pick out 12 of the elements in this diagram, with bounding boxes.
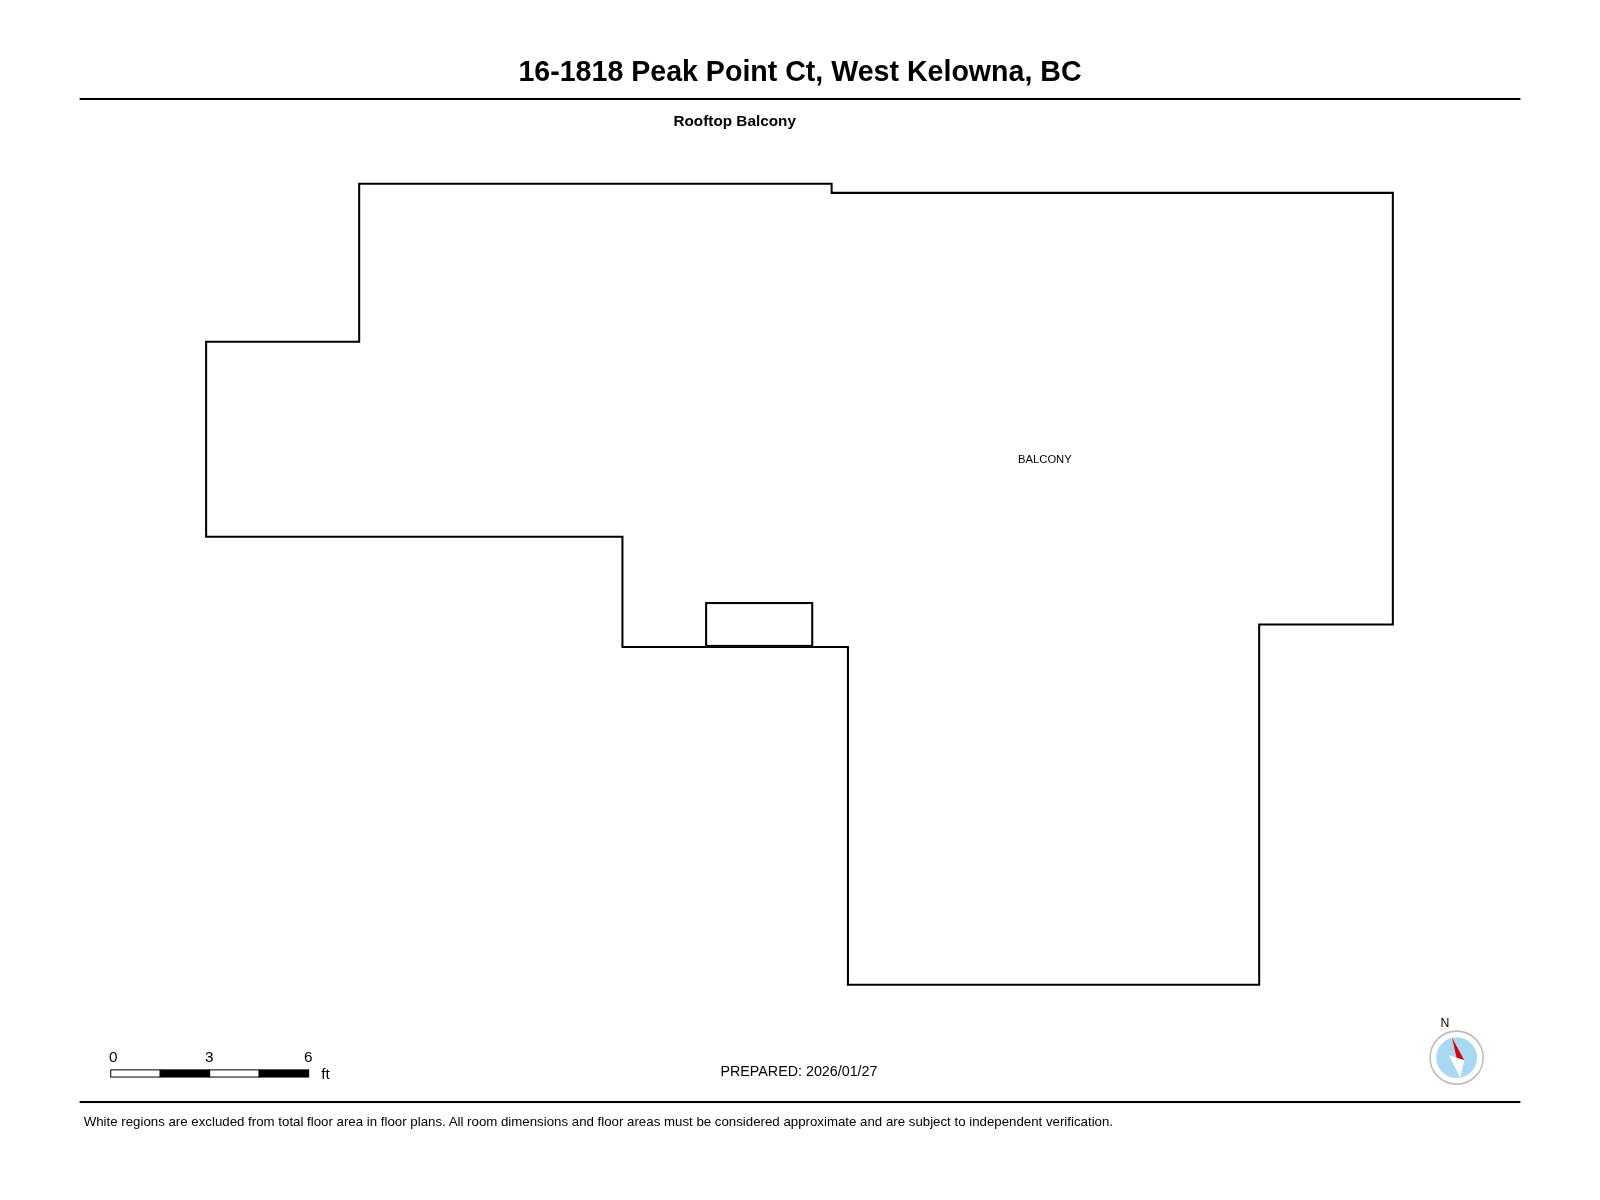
balcony-outline — [206, 183, 1393, 985]
outline-box — [705, 602, 814, 647]
plan-title: 16-1818 Peak Point Ct, West Kelowna, BC — [517, 55, 1083, 88]
compass-label: N — [1440, 1015, 1450, 1030]
disclaimer-note: White regions are excluded from total floor area in floor plans. All room dimensions and floor areas must be considered approximate and are subject to independent verification. — [83, 1113, 1114, 1129]
scale-number: 0 — [109, 1047, 118, 1066]
scale-number: 6 — [303, 1047, 313, 1066]
scale-unit: ft — [321, 1064, 330, 1082]
floor-label: Rooftop Balcony — [673, 111, 796, 129]
prepared-date: PREPARED: 2026/01/27 — [720, 1062, 878, 1079]
room-label: BALCONY — [1017, 453, 1073, 466]
scale-number: 3 — [204, 1047, 214, 1066]
